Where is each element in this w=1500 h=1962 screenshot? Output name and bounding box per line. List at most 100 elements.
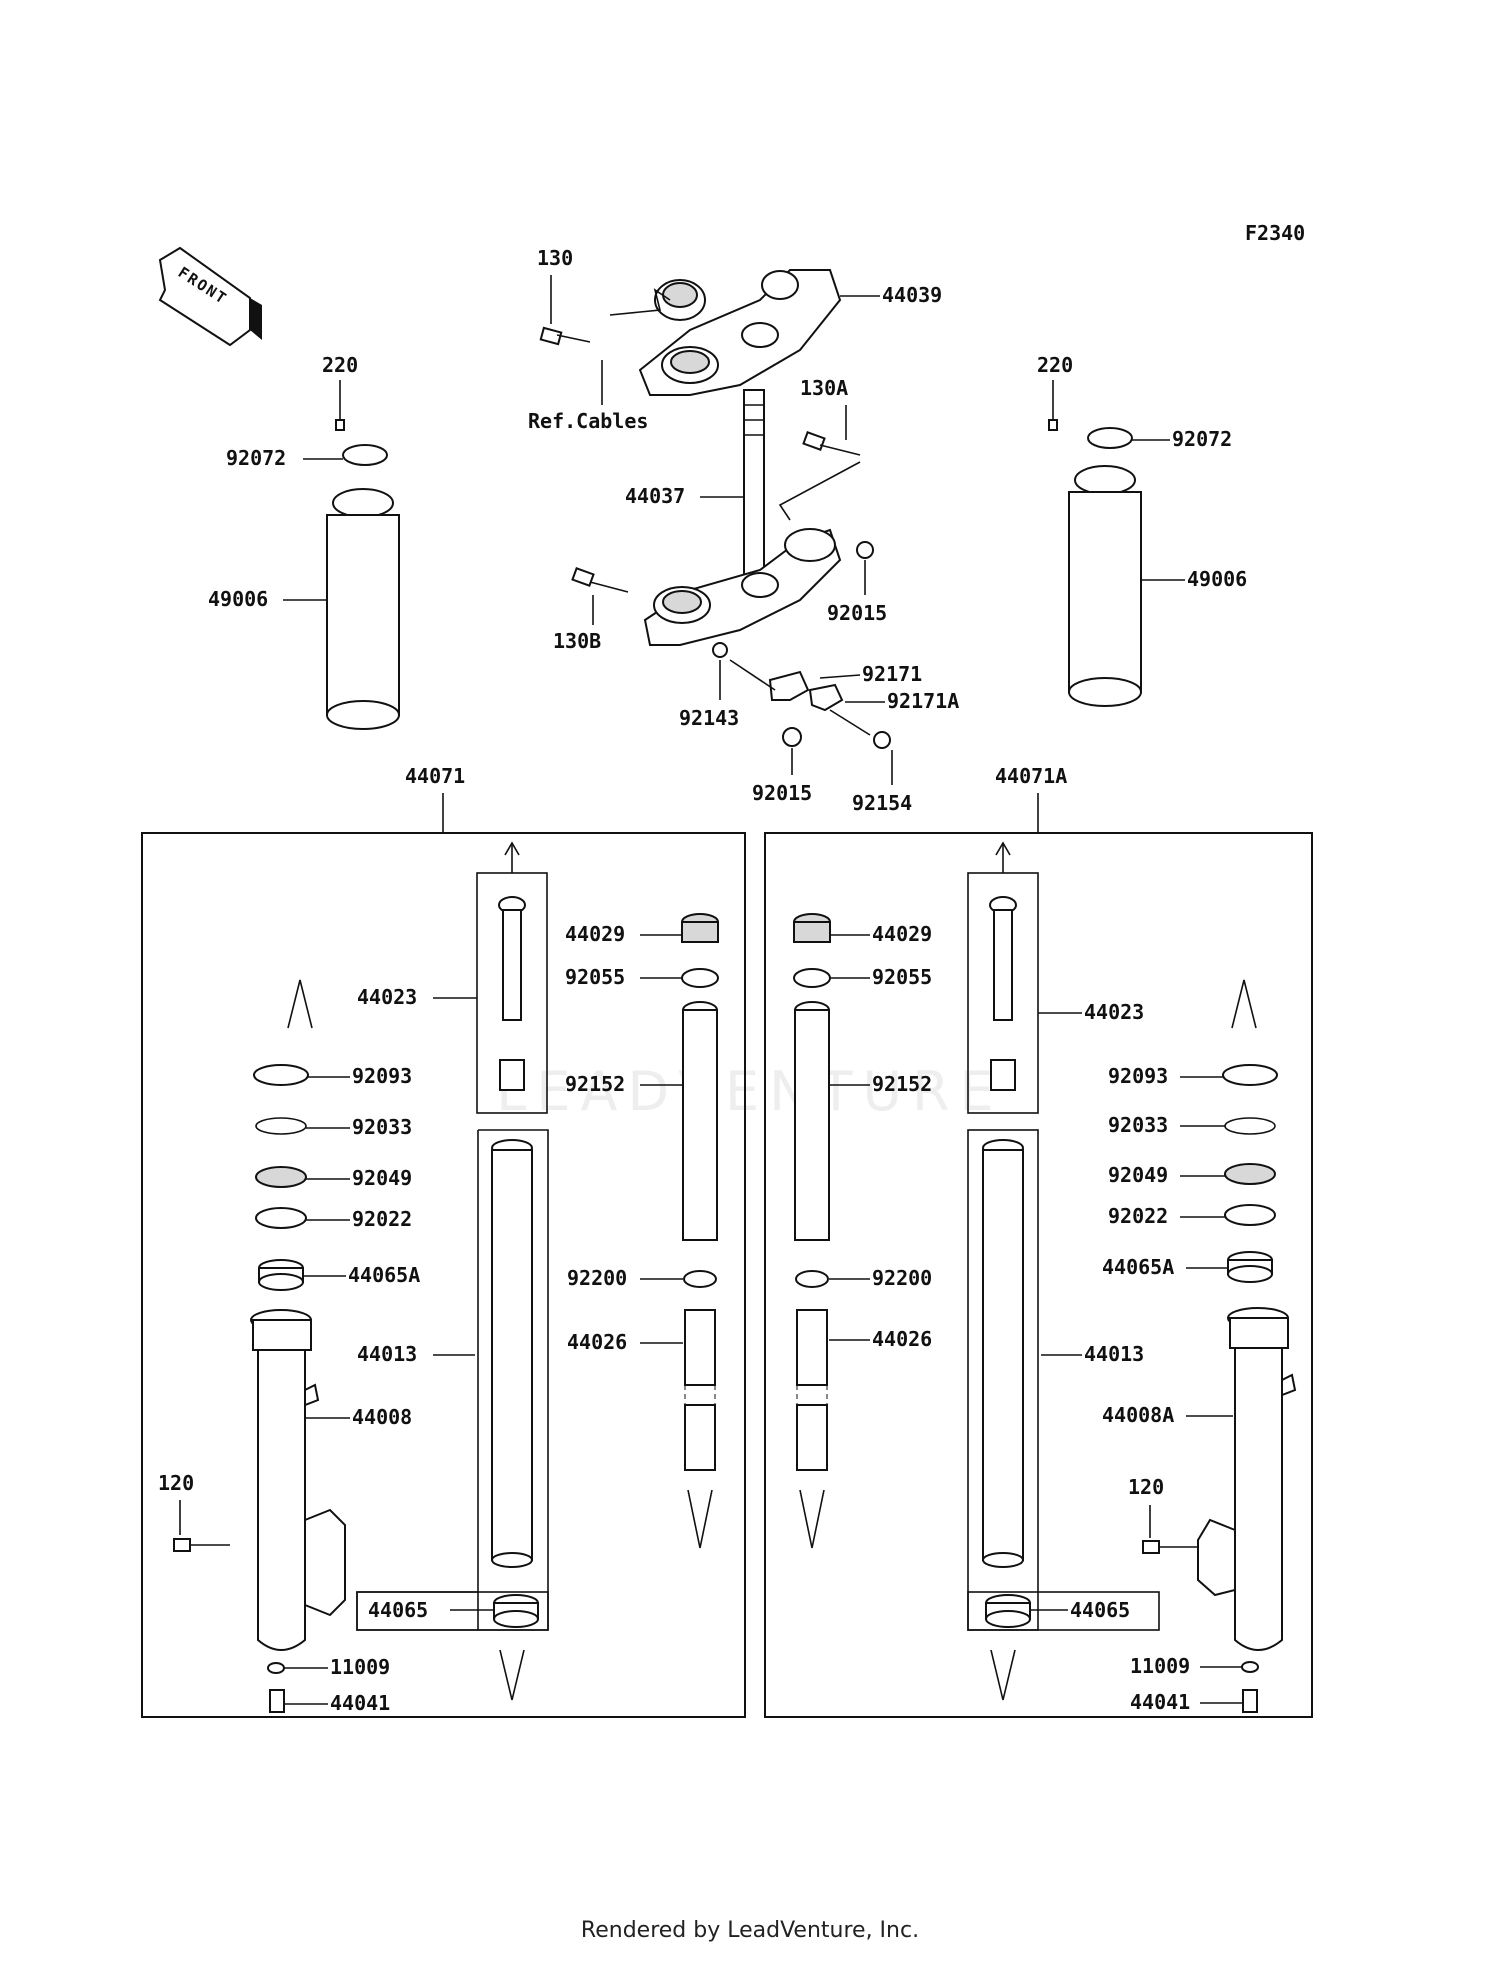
diagram-code: F2340: [1245, 221, 1305, 245]
label-right-120: 120: [1128, 1475, 1164, 1499]
label-220-left: 220: [322, 353, 358, 377]
nut-92015-a-part: [856, 541, 874, 559]
label-right-92033: 92033: [1108, 1113, 1168, 1137]
clamp-92072-right-part: [1087, 427, 1133, 449]
label-right-92049: 92049: [1108, 1163, 1168, 1187]
label-right-44041: 44041: [1130, 1690, 1190, 1714]
label-right-44023: 44023: [1084, 1000, 1144, 1024]
label-right-44029: 44029: [872, 922, 932, 946]
right-assembly-frame: [764, 832, 1313, 1718]
label-left-44013: 44013: [357, 1342, 417, 1366]
label-44071A: 44071A: [995, 764, 1067, 788]
right-cap-44029-part: [793, 913, 831, 943]
bolt-130A-part: [802, 431, 861, 456]
left-pipe-92152-part: [682, 1001, 718, 1241]
label-44037: 44037: [625, 484, 685, 508]
left-damper-rod-44023-part: [498, 896, 526, 1091]
left-cap-44029-part: [681, 913, 719, 943]
right-spring-44026-part: [796, 1309, 828, 1471]
label-left-44008: 44008: [352, 1405, 412, 1429]
left-clip-92033-part: [255, 1117, 307, 1135]
label-left-120: 120: [158, 1471, 194, 1495]
left-oil-seal-92049-part: [255, 1166, 307, 1188]
label-92015-a: 92015: [827, 601, 887, 625]
label-left-44065A: 44065A: [348, 1263, 420, 1287]
right-dust-seal-92093-part: [1222, 1064, 1278, 1086]
right-outer-tube-44008A-part: [1197, 1307, 1297, 1651]
left-washer-92022-part: [255, 1207, 307, 1229]
label-ref-cables: Ref.Cables: [528, 409, 648, 433]
label-left-44023: 44023: [357, 985, 417, 1009]
bolt-130B-part: [571, 567, 629, 593]
label-92072-left: 92072: [226, 446, 286, 470]
front-arrow-icon: FRONT: [158, 246, 262, 347]
left-bushing-44065-part: [493, 1594, 539, 1628]
label-130: 130: [537, 246, 573, 270]
right-washer-92200-part: [795, 1270, 829, 1288]
label-left-11009: 11009: [330, 1655, 390, 1679]
right-clip-92033-part: [1224, 1117, 1276, 1135]
upper-bracket-part: [609, 269, 842, 396]
right-washer-11009-part: [1241, 1661, 1259, 1673]
label-44039: 44039: [882, 283, 942, 307]
right-bushing-44065A-part: [1227, 1251, 1273, 1283]
label-130B: 130B: [553, 629, 601, 653]
label-92171A: 92171A: [887, 689, 959, 713]
left-spring-44026-part: [684, 1309, 716, 1471]
right-pipe-92152-part: [794, 1001, 830, 1241]
left-bolt-44041-part: [269, 1689, 285, 1713]
label-left-44065: 44065: [368, 1598, 428, 1622]
clamp-92171-part: [768, 670, 844, 712]
left-dust-seal-92093-part: [253, 1064, 309, 1086]
label-right-92055: 92055: [872, 965, 932, 989]
label-right-92152: 92152: [872, 1072, 932, 1096]
label-left-92093: 92093: [352, 1064, 412, 1088]
label-92171: 92171: [862, 662, 922, 686]
label-right-44065: 44065: [1070, 1598, 1130, 1622]
label-left-92033: 92033: [352, 1115, 412, 1139]
label-right-44008A: 44008A: [1102, 1403, 1174, 1427]
left-washer-92200-part: [683, 1270, 717, 1288]
lower-bracket-part: [643, 528, 842, 646]
label-49006-right: 49006: [1187, 567, 1247, 591]
label-49006-left: 49006: [208, 587, 268, 611]
label-130A: 130A: [800, 376, 848, 400]
right-damper-rod-44023-part: [989, 896, 1017, 1091]
right-oil-seal-92049-part: [1224, 1163, 1276, 1185]
label-44071: 44071: [405, 764, 465, 788]
right-inner-tube-44013-part: [982, 1139, 1024, 1568]
label-right-92200: 92200: [872, 1266, 932, 1290]
right-oring-92055-part: [793, 968, 831, 988]
label-left-44029: 44029: [565, 922, 625, 946]
label-left-44041: 44041: [330, 1691, 390, 1715]
label-right-92022: 92022: [1108, 1204, 1168, 1228]
label-92154: 92154: [852, 791, 912, 815]
right-bushing-44065-part: [985, 1594, 1031, 1628]
screw-220-left-part: [335, 380, 345, 431]
left-inner-tube-44013-part: [491, 1139, 533, 1568]
label-left-92200: 92200: [567, 1266, 627, 1290]
left-assembly-frame: [141, 832, 746, 1718]
label-left-44026: 44026: [567, 1330, 627, 1354]
bolt-92154-part: [873, 731, 891, 749]
right-bolt-120-part: [1142, 1540, 1198, 1554]
left-washer-11009-part: [267, 1662, 285, 1674]
label-left-92152: 92152: [565, 1072, 625, 1096]
label-left-92055: 92055: [565, 965, 625, 989]
boot-49006-right-part: [1068, 465, 1142, 707]
screw-220-right-part: [1048, 380, 1058, 431]
label-92143: 92143: [679, 706, 739, 730]
left-outer-tube-44008-part: [250, 1309, 346, 1651]
left-bushing-44065A-part: [258, 1259, 304, 1291]
label-right-11009: 11009: [1130, 1654, 1190, 1678]
label-right-92093: 92093: [1108, 1064, 1168, 1088]
label-left-92049: 92049: [352, 1166, 412, 1190]
label-92015-b: 92015: [752, 781, 812, 805]
right-bolt-44041-part: [1242, 1689, 1258, 1713]
footer-credit: Rendered by LeadVenture, Inc.: [580, 1918, 920, 1943]
left-oring-92055-part: [681, 968, 719, 988]
bolt-130-part: [539, 326, 591, 346]
label-right-44065A: 44065A: [1102, 1255, 1174, 1279]
nut-92143-part: [712, 642, 728, 658]
